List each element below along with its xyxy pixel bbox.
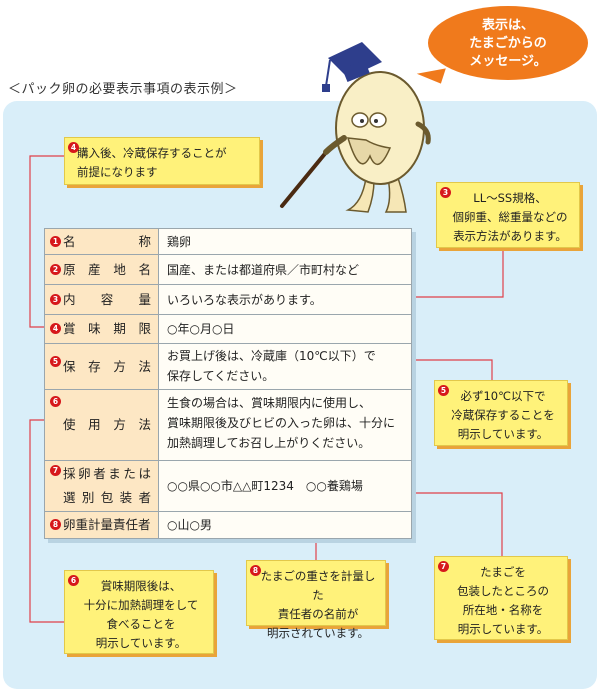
note-line: 購入後、冷蔵保存することが: [77, 146, 227, 160]
row-label-text: 卵重計量責任者: [63, 517, 151, 532]
note-line: 明示しています。: [457, 622, 549, 636]
bubble-line: 表示は、: [481, 18, 534, 33]
marker-number: 6: [68, 575, 79, 586]
callout-note-8: 8 たまごの重さを計量した 責任者の名前が 明示されています。: [246, 560, 386, 640]
row-value-line: ○山○男: [167, 518, 212, 532]
row-value: お買上げ後は、冷蔵庫（10℃以下）で 保存してください。: [159, 344, 411, 389]
table-row: 2 原産地名 国産、または都道府県／市町村など: [45, 255, 411, 285]
row-value-line: 国産、または都道府県／市町村など: [167, 262, 360, 277]
marker-number: 5: [438, 385, 449, 396]
row-label-text: 保存方法: [63, 358, 151, 374]
egg-professor-mascot-icon: [280, 42, 431, 213]
speech-bubble: 表示は、 たまごからの メッセージ。: [428, 6, 588, 80]
note-line: 食べることを: [106, 617, 176, 631]
row-value: いろいろな表示があります。: [159, 285, 411, 314]
note-line: 責任者の名前が: [277, 607, 359, 621]
bubble-line: メッセージ。: [469, 54, 547, 69]
note-line: 表示方法があります。: [453, 229, 567, 243]
row-value-line: 加熱調理してお召し上がりください。: [167, 436, 371, 450]
note-line: 所在地・名称を: [462, 603, 544, 617]
marker-number: 1: [50, 235, 61, 247]
marker-number: 6: [50, 396, 61, 407]
row-value: ○山○男: [159, 512, 411, 538]
row-value-line: いろいろな表示があります。: [167, 292, 322, 307]
row-label-text: 内容量: [63, 291, 151, 307]
row-value-line: 鶏卵: [167, 234, 192, 249]
row-value-line: ○年○月○日: [167, 322, 235, 336]
row-label-text: 賞味期限: [63, 321, 151, 336]
note-line: 必ず10℃以下で: [460, 389, 546, 403]
table-row: 7 採卵者または 選別包装者 ○○県○○市△△町1234 ○○養鶏場: [45, 461, 411, 512]
note-line: 十分に加熱調理をして: [83, 598, 199, 612]
label-table: 1 名称 鶏卵 2 原産地名 国産、または都道府県／市町村など 3 内容量 いろ…: [44, 228, 412, 539]
table-row: 3 内容量 いろいろな表示があります。: [45, 285, 411, 315]
row-value-line: お買上げ後は、冷蔵庫（10℃以下）で: [167, 349, 376, 363]
table-row: 8 卵重計量責任者 ○山○男: [45, 512, 411, 538]
note-line: 明示されています。: [266, 626, 369, 640]
table-row: 6 使用方法 生食の場合は、賞味期限内に使用し、 賞味期限後及びヒビの入った卵は…: [45, 390, 411, 461]
row-value-line: 保存してください。: [167, 369, 275, 383]
row-value: 生食の場合は、賞味期限内に使用し、 賞味期限後及びヒビの入った卵は、十分に 加熱…: [159, 390, 411, 460]
note-line: 冷蔵保存することを: [451, 408, 555, 422]
row-label: 6 使用方法: [45, 390, 159, 460]
note-line: 明示しています。: [95, 636, 187, 650]
note-line: 前提になります: [77, 165, 158, 179]
page-title: ＜パック卵の必要表示事項の表示例＞: [8, 82, 238, 97]
row-value-line: 賞味期限後及びヒビの入った卵は、十分に: [167, 416, 396, 430]
row-label-line: 採卵者または: [63, 466, 151, 481]
row-label: 1 名称: [45, 229, 159, 254]
bubble-line: たまごからの: [469, 36, 547, 51]
marker-number: 5: [50, 356, 61, 367]
row-label-text: 使用方法: [63, 417, 151, 432]
marker-number: 3: [440, 187, 451, 198]
marker-number: 7: [438, 561, 449, 572]
row-label-line: 選別包装者: [63, 490, 151, 505]
row-label: 2 原産地名: [45, 255, 159, 284]
callout-note-6: 6 賞味期限後は、 十分に加熱調理をして 食べることを 明示しています。: [64, 570, 214, 654]
marker-number: 7: [50, 465, 61, 476]
note-line: 包装したところの: [457, 584, 549, 598]
table-row: 4 賞味期限 ○年○月○日: [45, 315, 411, 344]
row-value: 鶏卵: [159, 229, 411, 254]
note-line: 賞味期限後は、: [100, 579, 182, 593]
row-label: 3 内容量: [45, 285, 159, 314]
row-value-line: ○○県○○市△△町1234 ○○養鶏場: [167, 479, 363, 493]
table-row: 5 保存方法 お買上げ後は、冷蔵庫（10℃以下）で 保存してください。: [45, 344, 411, 390]
row-label: 8 卵重計量責任者: [45, 512, 159, 538]
row-label-text: 原産地名: [63, 261, 151, 277]
row-value: 国産、または都道府県／市町村など: [159, 255, 411, 284]
row-value: ○○県○○市△△町1234 ○○養鶏場: [159, 461, 411, 511]
callout-note-5: 5 必ず10℃以下で 冷蔵保存することを 明示しています。: [434, 380, 568, 446]
row-label: 5 保存方法: [45, 344, 159, 389]
callout-note-4: 4 購入後、冷蔵保存することが 前提になります: [64, 137, 260, 185]
row-label: 4 賞味期限: [45, 315, 159, 343]
marker-number: 3: [50, 293, 61, 305]
marker-number: 8: [50, 519, 61, 530]
callout-note-7: 7 たまごを 包装したところの 所在地・名称を 明示しています。: [434, 556, 568, 640]
row-value: ○年○月○日: [159, 315, 411, 343]
row-label: 7 採卵者または 選別包装者: [45, 461, 159, 511]
marker-number: 4: [68, 142, 79, 153]
marker-number: 8: [250, 565, 261, 576]
note-line: たまごを: [480, 565, 526, 579]
note-line: LL～SS規格、: [473, 191, 547, 205]
marker-number: 4: [50, 323, 61, 334]
row-label-text: 採卵者または 選別包装者: [63, 462, 151, 510]
note-line: 明示しています。: [457, 427, 549, 441]
note-line: たまごの重さを計量した: [260, 569, 376, 602]
row-value-line: 生食の場合は、賞味期限内に使用し、: [167, 396, 372, 410]
note-line: 個卵重、総重量などの: [452, 210, 568, 224]
row-label-text: 名称: [63, 233, 151, 249]
table-row: 1 名称 鶏卵: [45, 229, 411, 255]
callout-note-3: 3 LL～SS規格、 個卵重、総重量などの 表示方法があります。: [436, 182, 580, 248]
marker-number: 2: [50, 263, 61, 275]
